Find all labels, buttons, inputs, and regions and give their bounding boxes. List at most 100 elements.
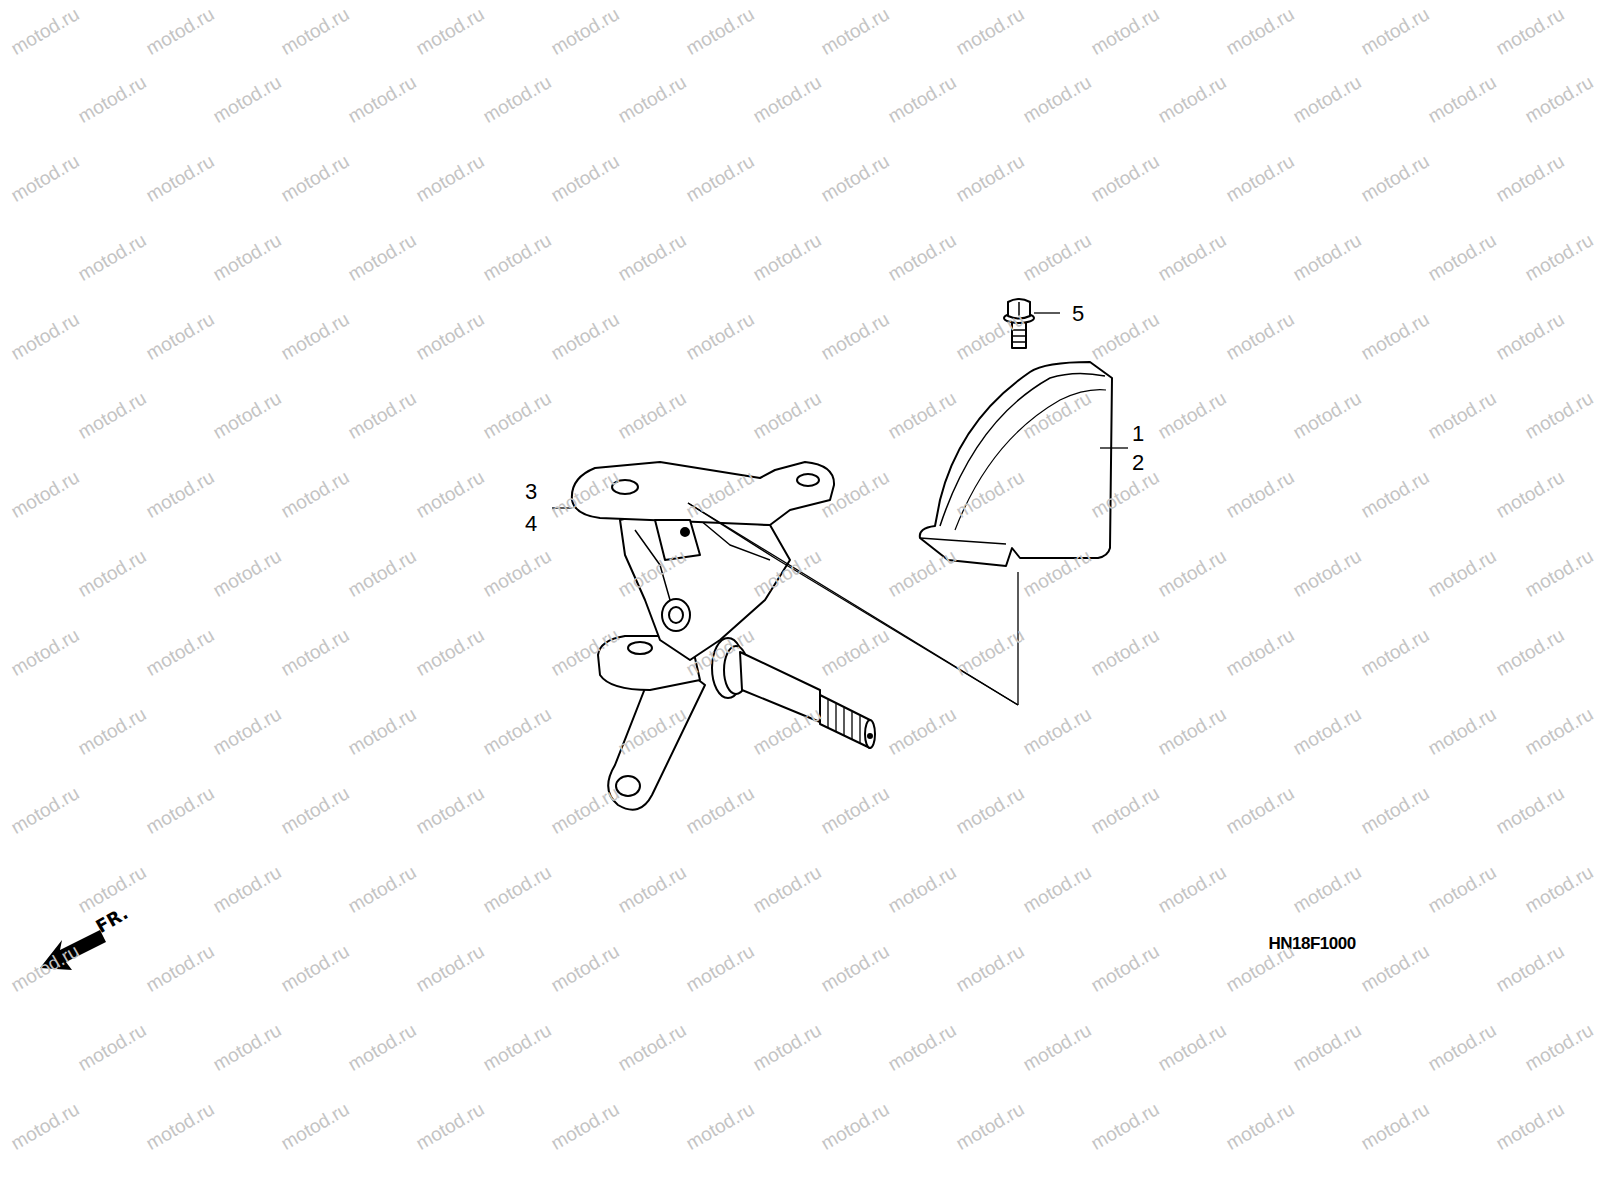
- watermark: motod.ru: [278, 4, 352, 58]
- watermark: motod.ru: [345, 1020, 419, 1074]
- watermark: motod.ru: [1493, 467, 1567, 521]
- watermark: motod.ru: [1088, 1099, 1162, 1153]
- watermark: motod.ru: [210, 546, 284, 600]
- watermark: motod.ru: [1522, 72, 1596, 126]
- watermark: motod.ru: [143, 467, 217, 521]
- watermark: motod.ru: [953, 625, 1027, 679]
- watermark: motod.ru: [1522, 546, 1596, 600]
- watermark: motod.ru: [1223, 941, 1297, 995]
- watermark: motod.ru: [683, 467, 757, 521]
- watermark: motod.ru: [953, 783, 1027, 837]
- callout-number: 4: [525, 513, 537, 535]
- watermark: motod.ru: [1088, 151, 1162, 205]
- watermark: motod.ru: [1358, 309, 1432, 363]
- watermark: motod.ru: [885, 704, 959, 758]
- watermark: motod.ru: [413, 1099, 487, 1153]
- watermark: motod.ru: [1425, 1020, 1499, 1074]
- watermark: motod.ru: [750, 546, 824, 600]
- watermark: motod.ru: [1088, 4, 1162, 58]
- watermark: motod.ru: [548, 625, 622, 679]
- watermark: motod.ru: [8, 309, 82, 363]
- watermark: motod.ru: [1358, 467, 1432, 521]
- watermark: motod.ru: [750, 72, 824, 126]
- watermark: motod.ru: [345, 704, 419, 758]
- watermark: motod.ru: [885, 862, 959, 916]
- watermark: motod.ru: [615, 546, 689, 600]
- watermark: motod.ru: [548, 309, 622, 363]
- watermark: motod.ru: [1358, 625, 1432, 679]
- watermark: motod.ru: [1290, 546, 1364, 600]
- watermark: motod.ru: [1522, 230, 1596, 284]
- watermark: motod.ru: [1155, 704, 1229, 758]
- watermark: motod.ru: [548, 4, 622, 58]
- watermark: motod.ru: [1522, 862, 1596, 916]
- watermark: motod.ru: [750, 1020, 824, 1074]
- watermark: motod.ru: [548, 1099, 622, 1153]
- watermark: motod.ru: [210, 72, 284, 126]
- watermark: motod.ru: [683, 1099, 757, 1153]
- watermark: motod.ru: [1425, 230, 1499, 284]
- watermark: motod.ru: [885, 230, 959, 284]
- watermark: motod.ru: [953, 4, 1027, 58]
- watermark: motod.ru: [1522, 388, 1596, 442]
- watermark: motod.ru: [548, 783, 622, 837]
- watermark: motod.ru: [683, 941, 757, 995]
- watermark: motod.ru: [1493, 783, 1567, 837]
- watermark: motod.ru: [818, 625, 892, 679]
- watermark: motod.ru: [953, 309, 1027, 363]
- watermark: motod.ru: [1155, 230, 1229, 284]
- watermark: motod.ru: [1020, 230, 1094, 284]
- watermark: motod.ru: [1088, 309, 1162, 363]
- watermark: motod.ru: [548, 467, 622, 521]
- watermark: motod.ru: [1088, 941, 1162, 995]
- watermark: motod.ru: [1290, 862, 1364, 916]
- watermark: motod.ru: [413, 309, 487, 363]
- watermark: motod.ru: [1522, 1020, 1596, 1074]
- watermark: motod.ru: [8, 151, 82, 205]
- watermark: motod.ru: [345, 230, 419, 284]
- watermark: motod.ru: [1088, 467, 1162, 521]
- watermark: motod.ru: [683, 309, 757, 363]
- watermark: motod.ru: [1223, 4, 1297, 58]
- watermark: motod.ru: [615, 72, 689, 126]
- watermark: motod.ru: [345, 862, 419, 916]
- watermark: motod.ru: [413, 783, 487, 837]
- watermark: motod.ru: [413, 941, 487, 995]
- watermark: motod.ru: [75, 230, 149, 284]
- watermark: motod.ru: [210, 1020, 284, 1074]
- watermark: motod.ru: [1358, 151, 1432, 205]
- callout-number: 1: [1132, 423, 1144, 445]
- watermark: motod.ru: [683, 151, 757, 205]
- watermark: motod.ru: [615, 862, 689, 916]
- watermark: motod.ru: [143, 783, 217, 837]
- watermark: motod.ru: [480, 230, 554, 284]
- watermark: motod.ru: [210, 388, 284, 442]
- watermark: motod.ru: [750, 388, 824, 442]
- watermark: motod.ru: [1088, 783, 1162, 837]
- watermark: motod.ru: [143, 151, 217, 205]
- watermark: motod.ru: [885, 72, 959, 126]
- watermark: motod.ru: [278, 1099, 352, 1153]
- watermark: motod.ru: [885, 388, 959, 442]
- watermark: motod.ru: [1088, 625, 1162, 679]
- watermark: motod.ru: [480, 546, 554, 600]
- watermark: motod.ru: [818, 467, 892, 521]
- watermark: motod.ru: [818, 4, 892, 58]
- watermark: motod.ru: [75, 388, 149, 442]
- watermark: motod.ru: [683, 783, 757, 837]
- watermark: motod.ru: [8, 4, 82, 58]
- watermark: motod.ru: [885, 1020, 959, 1074]
- watermark: motod.ru: [480, 388, 554, 442]
- watermark: motod.ru: [615, 388, 689, 442]
- watermark: motod.ru: [480, 72, 554, 126]
- watermark: motod.ru: [75, 862, 149, 916]
- watermark: motod.ru: [1020, 388, 1094, 442]
- watermark: motod.ru: [1425, 704, 1499, 758]
- watermark: motod.ru: [750, 230, 824, 284]
- callout-number: 2: [1132, 452, 1144, 474]
- watermark: motod.ru: [143, 941, 217, 995]
- watermark: motod.ru: [615, 704, 689, 758]
- watermark: motod.ru: [953, 941, 1027, 995]
- watermark: motod.ru: [210, 704, 284, 758]
- watermark: motod.ru: [683, 625, 757, 679]
